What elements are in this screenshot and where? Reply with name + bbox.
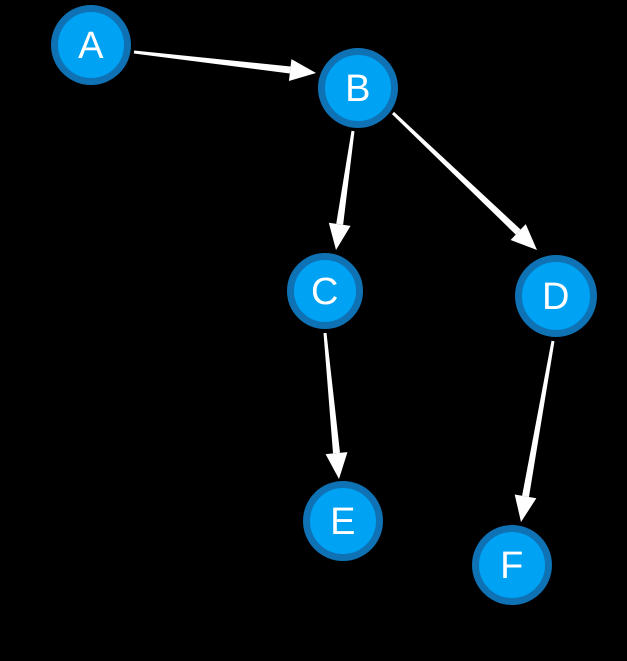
graph-node-a[interactable]: A [51, 5, 131, 85]
node-circle [51, 5, 131, 85]
graph-node-f[interactable]: F [472, 525, 552, 605]
arrowhead-icon [325, 452, 348, 479]
graph-node-c[interactable]: C [287, 253, 363, 329]
arrowhead-icon [328, 222, 351, 250]
graph-edge-a-to-b[interactable] [133, 50, 316, 81]
graph-edge-b-to-c[interactable] [328, 130, 355, 250]
edge-shaft [323, 332, 340, 454]
graph-edge-c-to-e[interactable] [323, 332, 348, 479]
node-label: C [311, 271, 339, 313]
graph-edge-d-to-f[interactable] [514, 340, 555, 522]
graph-node-d[interactable]: D [515, 255, 597, 337]
arrowhead-icon [288, 59, 316, 81]
node-label: E [330, 501, 356, 543]
edge-shaft [133, 50, 291, 74]
arrowhead-icon [514, 494, 537, 522]
node-circle [318, 48, 398, 128]
graph-node-b[interactable]: B [318, 48, 398, 128]
node-label: F [500, 545, 524, 587]
edge-shaft [391, 111, 521, 235]
graph-edge-b-to-d[interactable] [391, 111, 537, 250]
node-circle [472, 525, 552, 605]
node-label: B [345, 68, 371, 110]
node-label: D [542, 276, 570, 318]
edge-shaft [336, 130, 355, 225]
node-circle [287, 253, 363, 329]
edge-shaft [522, 340, 555, 498]
node-circle [515, 255, 597, 337]
node-circle [303, 481, 383, 561]
edge-layer [133, 50, 555, 522]
node-label: A [78, 25, 104, 67]
graph-node-e[interactable]: E [303, 481, 383, 561]
arrowhead-icon [510, 224, 537, 250]
node-layer: A B C D E F [51, 5, 597, 605]
